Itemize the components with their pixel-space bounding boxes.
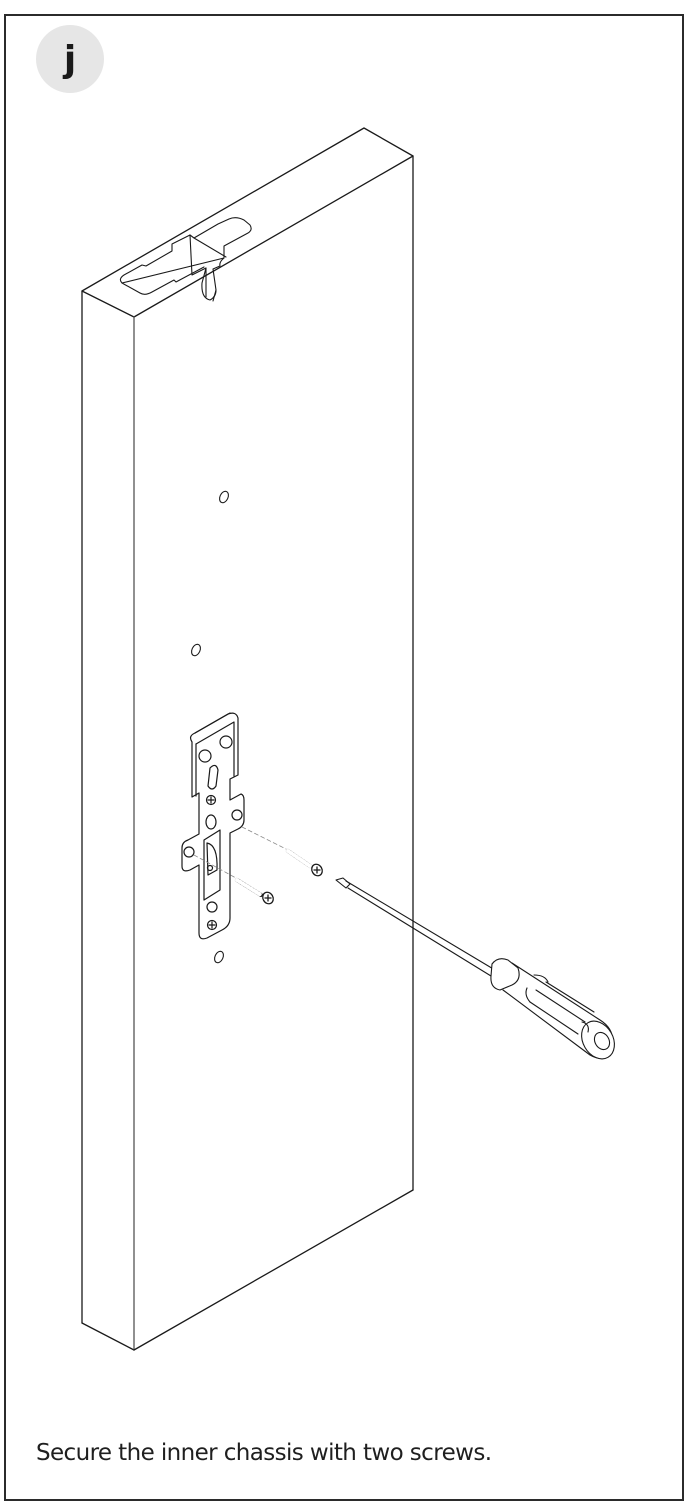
door-panel [81, 127, 414, 1351]
screwdriver [335, 877, 615, 1060]
inner-chassis-plate [181, 712, 245, 940]
instruction-step-panel [4, 14, 684, 1501]
alignment-guides [193, 826, 287, 879]
top-mortise-cutout [119, 217, 252, 302]
pilot-hole [219, 490, 229, 504]
pilot-hole [191, 643, 201, 657]
screw [235, 878, 274, 905]
instruction-caption: Secure the inner chassis with two screws… [36, 1440, 492, 1466]
screw [286, 849, 323, 877]
step-label: j [63, 39, 77, 80]
step-badge: j [36, 25, 104, 93]
pilot-holes [191, 490, 229, 964]
pilot-hole [214, 950, 224, 964]
